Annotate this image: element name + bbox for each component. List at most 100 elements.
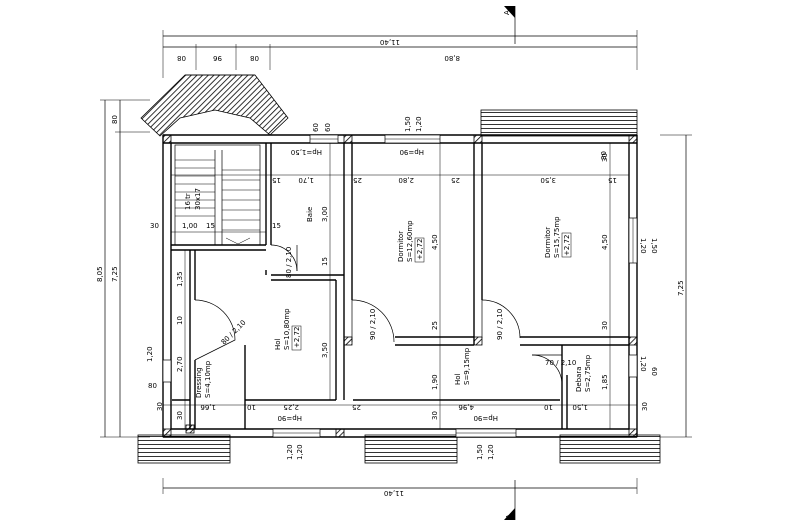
roof-hatch-top-right bbox=[480, 109, 638, 137]
structural-columns bbox=[162, 134, 638, 438]
svg-text:30: 30 bbox=[600, 151, 608, 160]
svg-text:80 / 2,10: 80 / 2,10 bbox=[285, 247, 293, 278]
top-seg-3: 08 bbox=[250, 54, 259, 62]
svg-text:10: 10 bbox=[544, 403, 553, 411]
svg-text:3,50: 3,50 bbox=[540, 176, 556, 184]
room-debara: Debara S=2,75mp bbox=[575, 354, 592, 392]
top-total-dim: 11,40 bbox=[380, 38, 400, 46]
svg-text:Hp=90: Hp=90 bbox=[474, 414, 498, 422]
top-seg-2: 96 bbox=[213, 54, 222, 62]
interior-dims-stair: 1,00 15 15 30 bbox=[150, 222, 281, 233]
door-dormitor-1: 90 / 2,10 bbox=[351, 299, 395, 343]
svg-text:3,50: 3,50 bbox=[321, 342, 329, 358]
svg-text:15: 15 bbox=[206, 222, 215, 230]
svg-text:1,20: 1,20 bbox=[296, 444, 304, 460]
svg-text:+2,72: +2,72 bbox=[563, 235, 571, 256]
top-seg-1: 08 bbox=[177, 54, 186, 62]
interior-dims-vertical: 3,00 4,50 4,50 3,50 1,90 1,85 2,70 1,35 … bbox=[176, 143, 611, 429]
svg-text:25: 25 bbox=[451, 176, 460, 184]
svg-text:1,85: 1,85 bbox=[601, 374, 609, 390]
svg-text:2,70: 2,70 bbox=[176, 356, 184, 372]
left-dimension-chain: 8,05 7,25 80 bbox=[96, 99, 150, 438]
svg-text:15: 15 bbox=[321, 257, 329, 266]
svg-text:S=2,75mp: S=2,75mp bbox=[584, 354, 592, 392]
svg-text:1,20: 1,20 bbox=[639, 238, 647, 254]
right-total-dim: 7,25 bbox=[677, 280, 685, 296]
window-top-left: 60 60 Hp=1,50 bbox=[291, 123, 339, 156]
svg-text:30: 30 bbox=[156, 402, 164, 411]
svg-text:Debara: Debara bbox=[575, 366, 583, 392]
svg-text:Baie: Baie bbox=[306, 207, 314, 222]
svg-text:1,50: 1,50 bbox=[650, 238, 658, 254]
svg-text:30: 30 bbox=[431, 411, 439, 420]
svg-text:90 / 2,10: 90 / 2,10 bbox=[496, 309, 504, 340]
window-bottom-left: 1,20 1,20 Hp=90 bbox=[272, 414, 321, 460]
window-bottom-mid: 1,50 1,20 Hp=90 bbox=[455, 414, 517, 460]
svg-text:30: 30 bbox=[601, 321, 609, 330]
room-dormitor-1: Dormitor S=12,60mp +2,72 bbox=[397, 220, 425, 263]
svg-text:S=15,75mp: S=15,75mp bbox=[553, 216, 561, 258]
roof-hatch-bottom bbox=[137, 434, 661, 464]
svg-text:S=12,60mp: S=12,60mp bbox=[406, 220, 414, 262]
svg-text:S=10,80mp: S=10,80mp bbox=[283, 308, 291, 350]
window-right-small: 1,20 60 bbox=[628, 354, 658, 378]
stairs: 16 tr 30x17 bbox=[174, 144, 261, 246]
svg-text:70 / 2,10: 70 / 2,10 bbox=[545, 359, 576, 367]
svg-text:A: A bbox=[505, 514, 513, 519]
svg-text:4,96: 4,96 bbox=[458, 403, 474, 411]
top-dimension-chain: 11,40 08 96 08 8,80 bbox=[162, 30, 638, 78]
bottom-total-dim: 11,40 bbox=[384, 489, 404, 497]
section-marker-bottom: A bbox=[504, 480, 516, 520]
left-inner-dim: 7,25 bbox=[111, 266, 119, 282]
room-dormitor-2: Dormitor S=15,75mp +2,72 bbox=[544, 216, 572, 258]
svg-text:1,50: 1,50 bbox=[572, 403, 588, 411]
left-outer-dim: 8,05 bbox=[96, 266, 104, 282]
svg-text:25: 25 bbox=[352, 403, 361, 411]
svg-text:2,80: 2,80 bbox=[398, 176, 414, 184]
window-top-mid: 1,50 1,20 Hp=90 bbox=[384, 116, 441, 156]
svg-text:60: 60 bbox=[650, 367, 658, 376]
svg-text:4,50: 4,50 bbox=[431, 234, 439, 250]
svg-text:1,50: 1,50 bbox=[476, 444, 484, 460]
svg-text:+2,72: +2,72 bbox=[293, 327, 301, 348]
svg-text:Hp=1,50: Hp=1,50 bbox=[291, 148, 322, 156]
svg-text:30: 30 bbox=[150, 222, 159, 230]
door-dormitor-2: 90 / 2,10 bbox=[481, 299, 521, 340]
svg-text:15: 15 bbox=[272, 222, 281, 230]
svg-text:1,70: 1,70 bbox=[298, 176, 314, 184]
svg-text:30: 30 bbox=[176, 411, 184, 420]
svg-text:S=4,10mp: S=4,10mp bbox=[204, 360, 212, 398]
svg-text:2,25: 2,25 bbox=[283, 403, 299, 411]
svg-text:60: 60 bbox=[312, 123, 320, 132]
svg-text:1,50: 1,50 bbox=[404, 116, 412, 132]
svg-text:25: 25 bbox=[353, 176, 362, 184]
svg-text:80 / 2,10: 80 / 2,10 bbox=[220, 319, 248, 347]
bottom-dimension-chain: 11,40 bbox=[162, 478, 638, 497]
room-dressing: Dressing S=4,10mp bbox=[195, 360, 212, 398]
top-seg-4: 8,80 bbox=[444, 54, 460, 62]
svg-text:1,00: 1,00 bbox=[182, 222, 198, 230]
svg-text:10: 10 bbox=[247, 403, 256, 411]
door-debara: 70 / 2,10 bbox=[531, 354, 576, 386]
interior-walls bbox=[171, 143, 629, 429]
svg-text:1,20: 1,20 bbox=[639, 356, 647, 372]
svg-text:60: 60 bbox=[324, 123, 332, 132]
svg-text:30: 30 bbox=[641, 402, 649, 411]
interior-dims-bottom: 30 1,66 10 2,25 25 4,96 10 1,50 30 bbox=[156, 402, 649, 411]
svg-text:1,20: 1,20 bbox=[415, 116, 423, 132]
svg-text:Dormitor: Dormitor bbox=[544, 227, 552, 258]
svg-text:1,20: 1,20 bbox=[286, 444, 294, 460]
svg-text:Hol: Hol bbox=[454, 373, 462, 385]
room-hol-1: Hol S=10,80mp +2,72 bbox=[274, 308, 302, 351]
svg-text:15: 15 bbox=[272, 176, 281, 184]
svg-text:Hp=90: Hp=90 bbox=[278, 414, 302, 422]
svg-text:30: 30 bbox=[601, 153, 609, 162]
room-baie: Baie bbox=[306, 207, 314, 222]
interior-dims-top: 1,70 15 25 2,80 25 3,50 15 30 bbox=[171, 151, 629, 184]
svg-text:90 / 2,10: 90 / 2,10 bbox=[369, 309, 377, 340]
right-dimension-chain: 7,25 bbox=[660, 134, 692, 438]
door-baie: 80 / 2,10 bbox=[270, 244, 298, 278]
room-hol-2: Hol S=9,15mp bbox=[454, 347, 471, 385]
svg-text:4,50: 4,50 bbox=[601, 234, 609, 250]
